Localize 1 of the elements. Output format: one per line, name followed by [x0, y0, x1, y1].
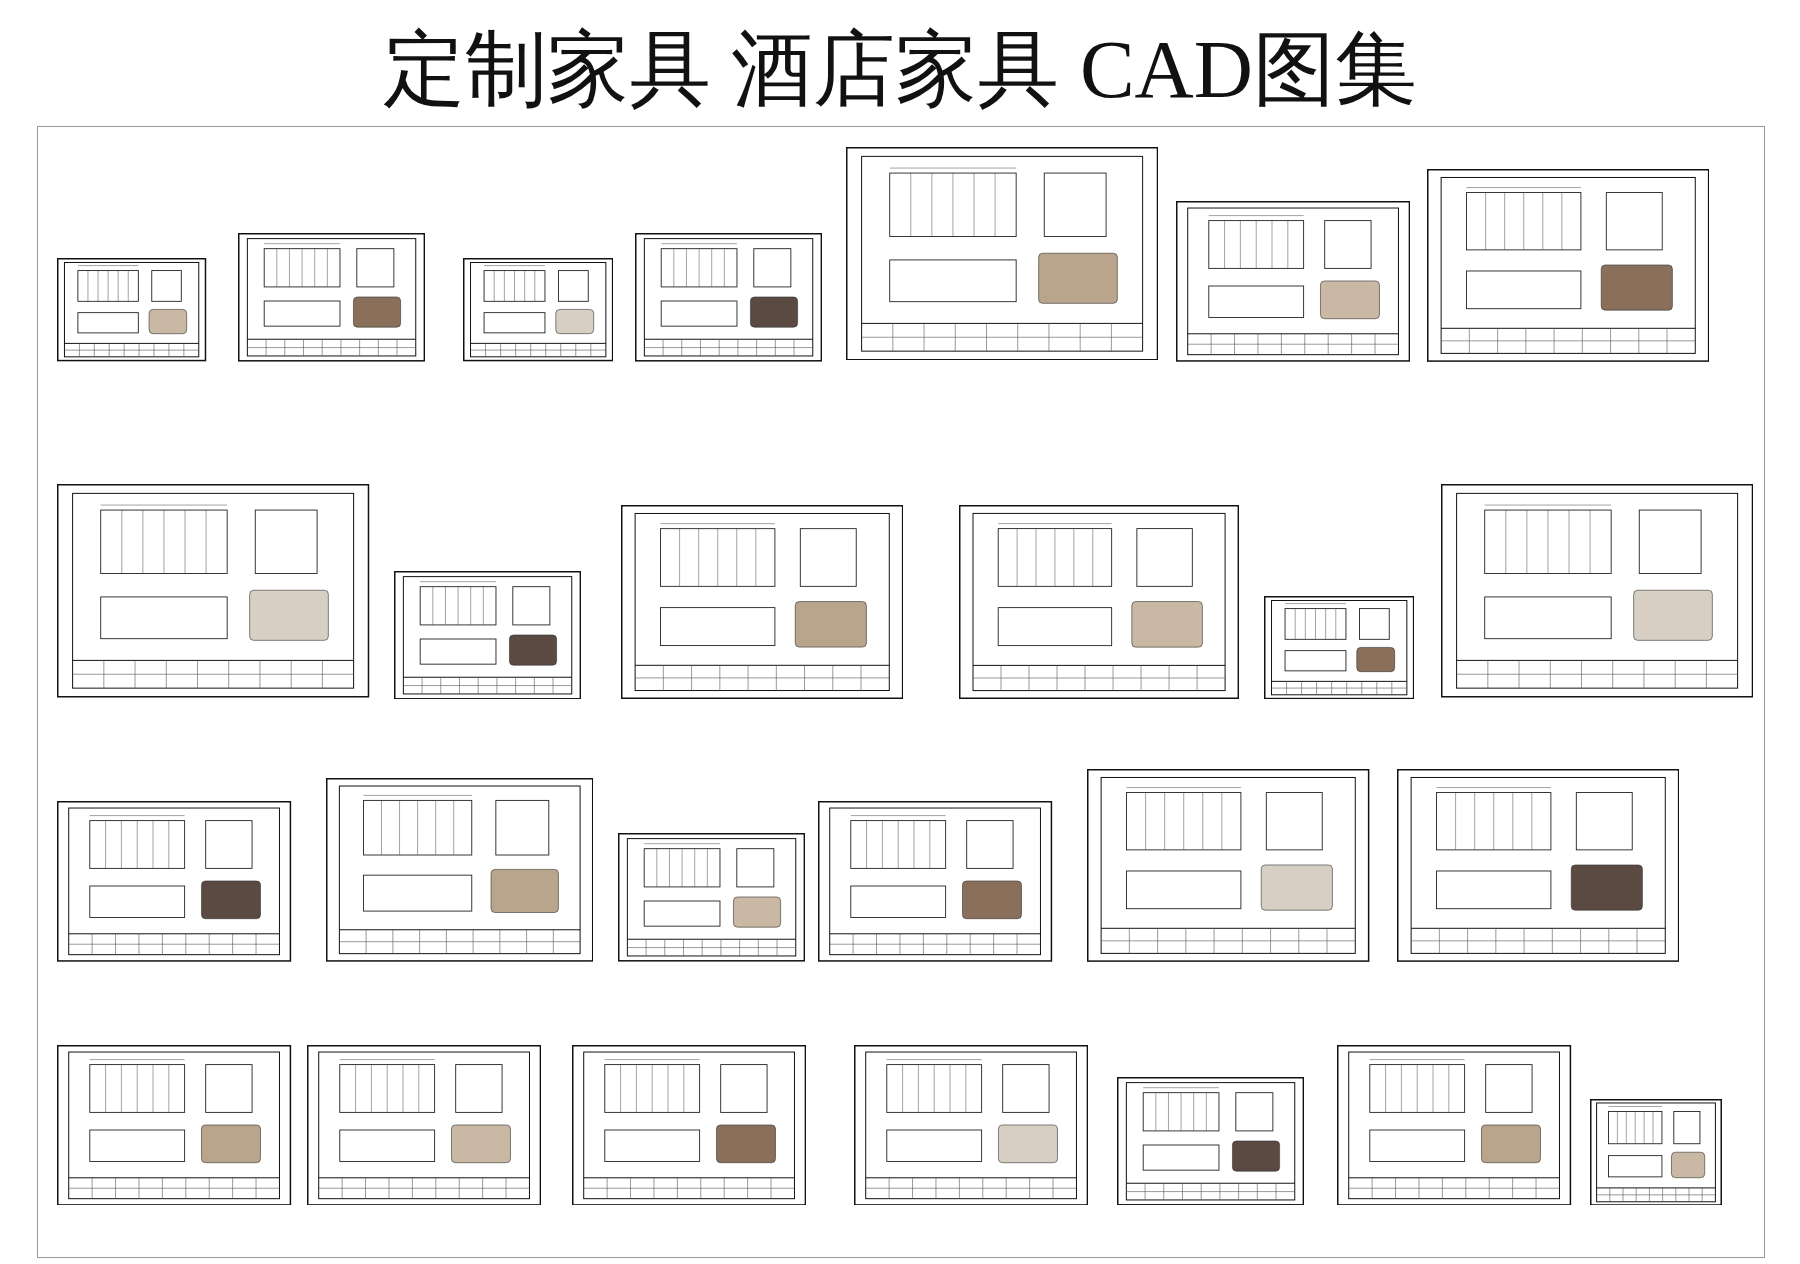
sheet-title: 定制家具 酒店家具 CAD图集: [381, 23, 1419, 117]
